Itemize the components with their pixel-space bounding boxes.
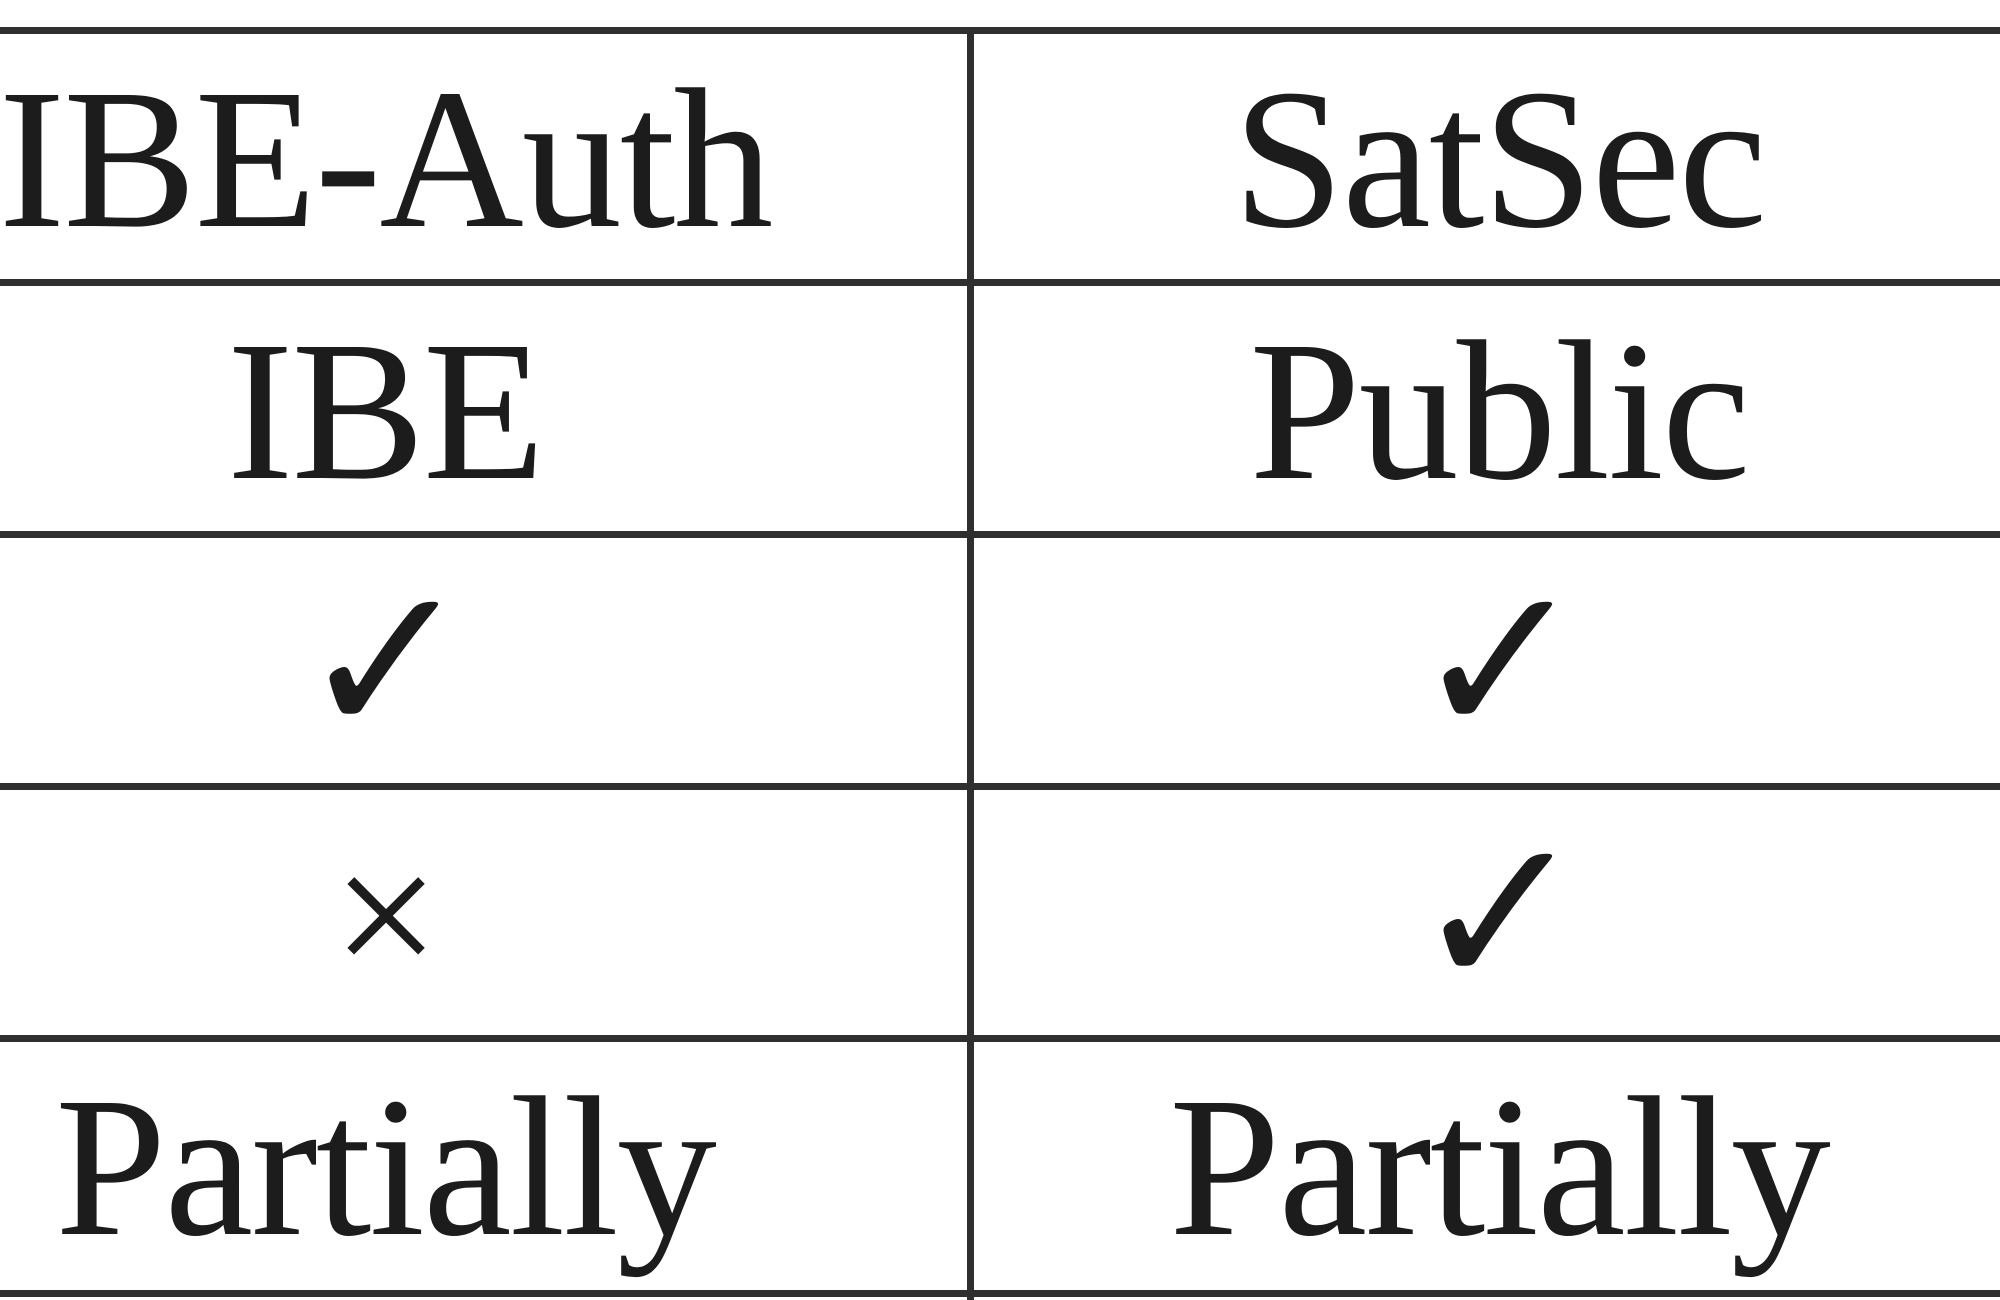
column-divider [967, 30, 974, 1300]
table-rule [0, 531, 2000, 538]
table-cell: IBE [226, 301, 545, 522]
table-rule [0, 1035, 2000, 1042]
table-rule [0, 27, 2000, 34]
table-cell: Partially [1169, 1057, 1831, 1278]
checkmark-icon: ✓ [1412, 800, 1588, 1032]
table-rule [0, 279, 2000, 286]
table-cell: Public [1249, 301, 1750, 522]
cross-icon: × [332, 811, 439, 1021]
table-cell: Partially [55, 1057, 717, 1278]
table-rule [0, 1290, 2000, 1297]
checkmark-icon: ✓ [298, 548, 474, 780]
table-cell: SatSec [1232, 49, 1767, 270]
table-rule [0, 783, 2000, 790]
checkmark-icon: ✓ [1412, 548, 1588, 780]
table-cell: IBE-Auth [0, 49, 773, 270]
